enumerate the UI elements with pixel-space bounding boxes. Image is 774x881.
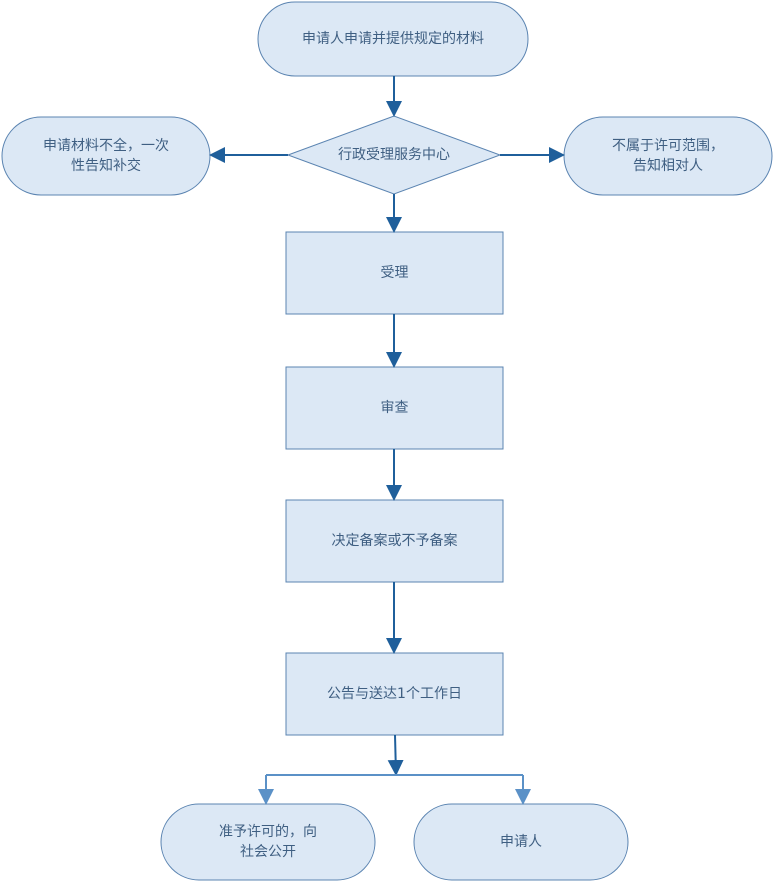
notice-step-node bbox=[285, 652, 504, 736]
arrow-notice-to-branch bbox=[387, 734, 404, 776]
decision-node bbox=[286, 115, 502, 195]
end-right-node bbox=[413, 803, 629, 881]
right-outcome-node bbox=[563, 116, 773, 196]
end-left-node bbox=[160, 803, 376, 881]
decide-step-node bbox=[285, 499, 504, 583]
accept-step-node bbox=[285, 231, 504, 315]
review-step-node bbox=[285, 366, 504, 450]
start-node bbox=[257, 1, 529, 77]
left-outcome-node bbox=[1, 116, 211, 196]
